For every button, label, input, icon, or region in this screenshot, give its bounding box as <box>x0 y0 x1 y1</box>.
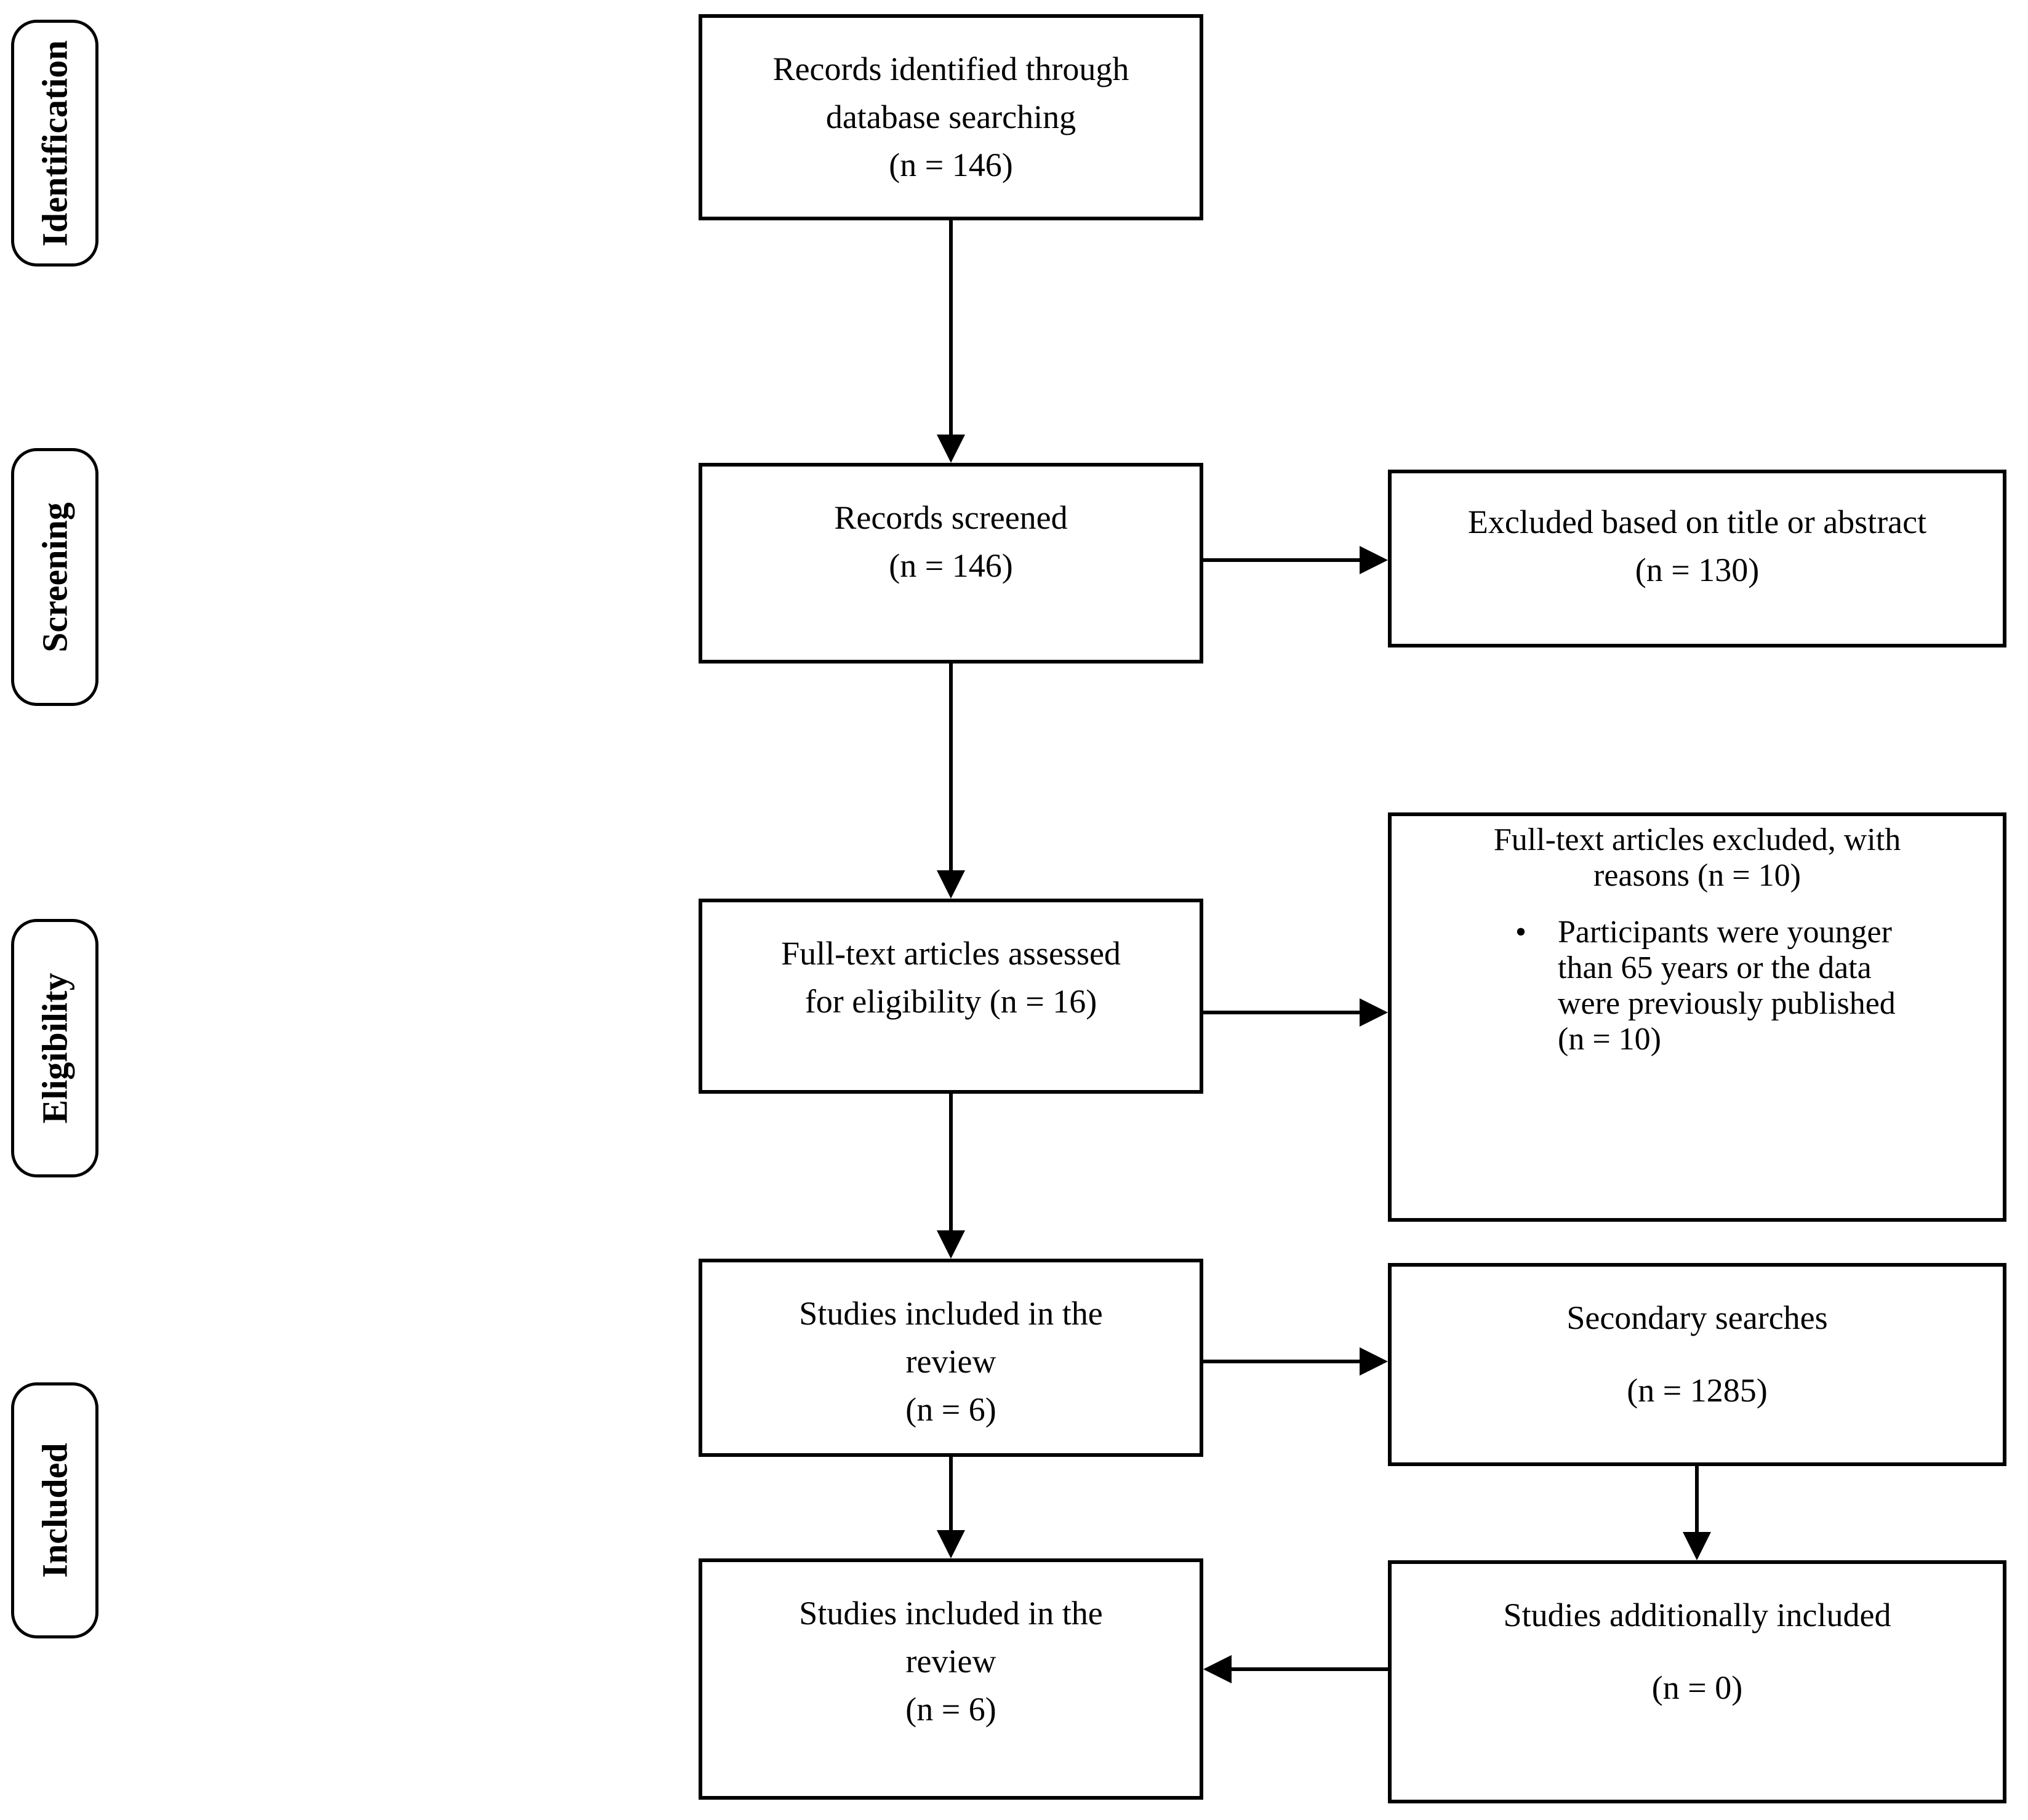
stage-eligibility-label: Eligibility <box>34 972 75 1124</box>
box-records-identified: Records identified through database sear… <box>699 14 1203 220</box>
box-secondary-searches: Secondary searches (n = 1285) <box>1388 1263 2006 1466</box>
arrow-additional-to-final-shaft <box>1232 1667 1388 1671</box>
arrow-identified-to-screened-shaft <box>949 220 953 435</box>
box-records-screened-count: (n = 146) <box>889 547 1013 584</box>
box-records-identified-line: Records identified through <box>772 50 1129 87</box>
arrow-screened-to-assessed-shaft <box>949 663 953 870</box>
box-studies-additionally-included-count: (n = 0) <box>1651 1669 1743 1706</box>
stage-identification: Identification <box>11 20 98 267</box>
bullet-icon: • <box>1515 915 1527 950</box>
arrow-included-to-final-shaft <box>949 1457 953 1530</box>
arrow-assessed-to-included-head <box>937 1230 965 1259</box>
arrow-assessed-to-fulltext-excluded-head <box>1360 998 1388 1027</box>
arrow-screened-to-excluded-shaft <box>1203 558 1360 562</box>
box-excluded-title-abstract-count: (n = 130) <box>1635 551 1760 588</box>
box-records-identified-count: (n = 146) <box>889 146 1013 183</box>
box-excluded-title-abstract-line: Excluded based on title or abstract <box>1467 503 1927 540</box>
arrow-identified-to-screened-head <box>937 435 965 463</box>
fulltext-excluded-bullet-item: • Participants were younger than 65 year… <box>1484 915 2003 1057</box>
stage-screening-label: Screening <box>34 502 75 652</box>
box-studies-included-final-line: Studies included in the <box>799 1595 1103 1632</box>
box-fulltext-assessed-line: for eligibility (n = 16) <box>804 983 1097 1020</box>
arrow-included-to-final-head <box>937 1530 965 1558</box>
arrow-additional-to-final-head <box>1203 1655 1232 1683</box>
fulltext-excluded-bullet-text: Participants were younger than 65 years … <box>1558 915 1896 1057</box>
box-secondary-searches-count: (n = 1285) <box>1627 1372 1768 1409</box>
arrow-assessed-to-fulltext-excluded-shaft <box>1203 1011 1360 1014</box>
stage-included-label: Included <box>34 1443 75 1578</box>
box-studies-included-final: Studies included in the review (n = 6) <box>699 1558 1203 1800</box>
arrow-secondary-to-additional-head <box>1683 1532 1711 1560</box>
box-studies-included-line: review <box>905 1343 996 1380</box>
box-studies-included-final-count: (n = 6) <box>905 1691 996 1728</box>
stage-screening: Screening <box>11 448 98 706</box>
arrow-screened-to-excluded-head <box>1360 546 1388 574</box>
box-fulltext-assessed: Full-text articles assessed for eligibil… <box>699 899 1203 1094</box>
arrow-screened-to-assessed-head <box>937 870 965 899</box>
arrow-assessed-to-included-shaft <box>949 1094 953 1230</box>
box-studies-included-final-line: review <box>905 1643 996 1680</box>
stage-included: Included <box>11 1382 98 1638</box>
box-studies-additionally-included-line: Studies additionally included <box>1503 1597 1891 1634</box>
box-records-screened-line: Records screened <box>834 499 1068 536</box>
box-fulltext-excluded: Full-text articles excluded, with reason… <box>1388 812 2006 1222</box>
box-fulltext-excluded-heading: Full-text articles excluded, with <box>1493 822 1901 857</box>
stage-eligibility: Eligibility <box>11 919 98 1177</box>
box-secondary-searches-line: Secondary searches <box>1566 1299 1828 1336</box>
arrow-included-to-secondary-head <box>1360 1347 1388 1376</box>
box-studies-included: Studies included in the review (n = 6) <box>699 1259 1203 1457</box>
arrow-included-to-secondary-shaft <box>1203 1360 1360 1363</box>
box-fulltext-assessed-line: Full-text articles assessed <box>781 935 1121 972</box>
box-records-identified-line: database searching <box>825 98 1076 135</box>
box-records-screened: Records screened (n = 146) <box>699 463 1203 663</box>
box-fulltext-excluded-heading: reasons (n = 10) <box>1593 858 1801 893</box>
stage-identification-label: Identification <box>34 39 75 247</box>
box-studies-included-count: (n = 6) <box>905 1391 996 1428</box>
box-studies-additionally-included: Studies additionally included (n = 0) <box>1388 1560 2006 1803</box>
arrow-secondary-to-additional-shaft <box>1695 1466 1699 1532</box>
box-studies-included-line: Studies included in the <box>799 1295 1103 1332</box>
box-excluded-title-abstract: Excluded based on title or abstract (n =… <box>1388 470 2006 647</box>
